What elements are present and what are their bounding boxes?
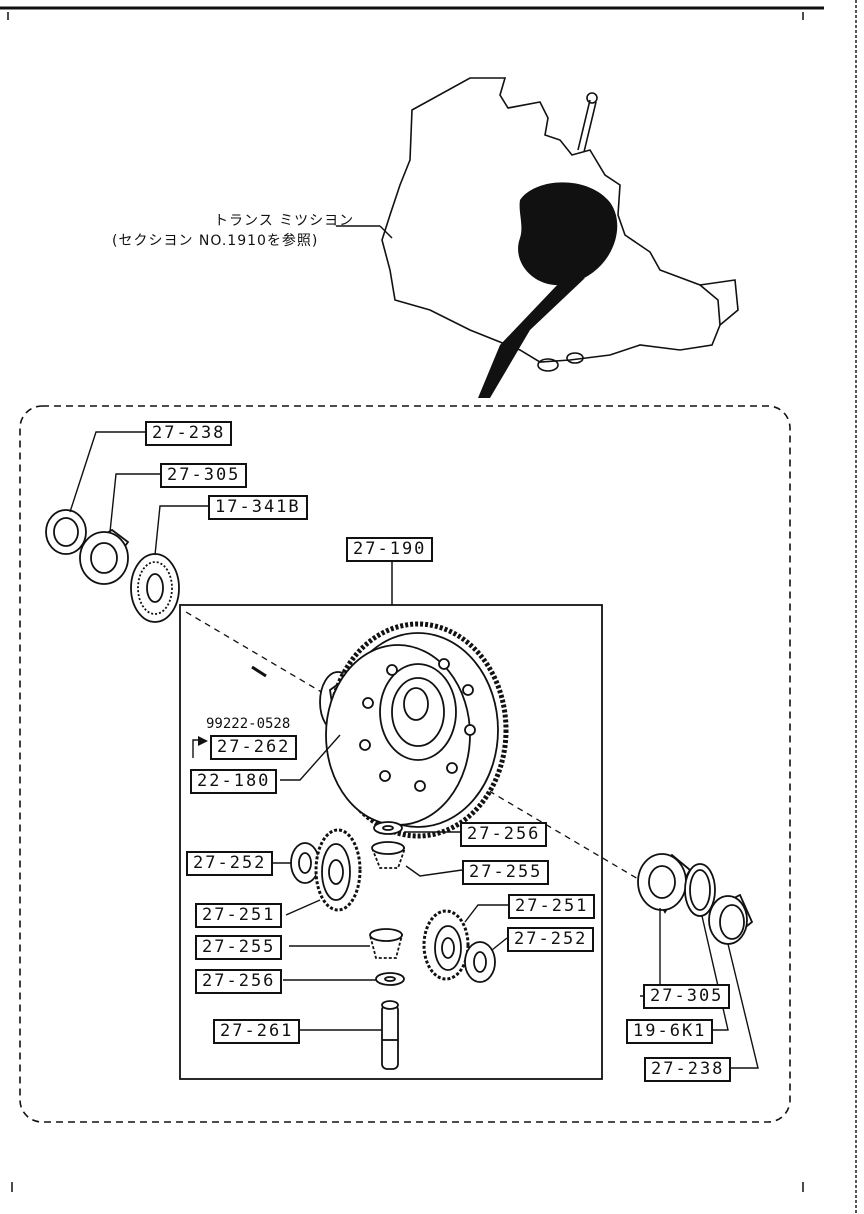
leader-17-341b xyxy=(154,505,208,556)
pinion-gear-top xyxy=(370,841,407,869)
callout-27-252-b[interactable]: 27-252 xyxy=(507,927,595,952)
side-gear-right xyxy=(422,909,470,981)
transmission-outline xyxy=(381,77,739,372)
callout-27-251-a[interactable]: 27-251 xyxy=(195,903,283,928)
side-gear-left xyxy=(314,828,362,912)
leader-22-180 xyxy=(280,734,341,781)
callout-27-255-a[interactable]: 27-255 xyxy=(462,860,550,885)
callout-27-251-b[interactable]: 27-251 xyxy=(508,894,596,919)
differential-box xyxy=(179,604,603,1080)
leader-27-305-bottom xyxy=(640,908,661,997)
callout-27-256-b[interactable]: 27-256 xyxy=(195,969,283,994)
note-transmission: トランス ミツシヨン xyxy=(214,213,355,229)
leader-27-255-a xyxy=(405,865,463,877)
callout-27-238-top[interactable]: 27-238 xyxy=(145,421,233,446)
callout-27-305-bottom[interactable]: 27-305 xyxy=(643,984,731,1009)
oil-seal-left xyxy=(45,509,87,555)
leader-27-252-b xyxy=(491,937,508,951)
transmission-highlight xyxy=(518,182,618,286)
speedometer-gear xyxy=(130,553,180,623)
callout-27-238-bottom[interactable]: 27-238 xyxy=(644,1057,732,1082)
leader-27-238-top xyxy=(69,431,145,513)
leader-99222 xyxy=(192,739,200,758)
callout-27-305-top[interactable]: 27-305 xyxy=(160,463,248,488)
leader-27-251-b xyxy=(464,904,510,923)
adjusting-shim xyxy=(684,863,716,917)
highlight-pointer xyxy=(478,278,585,398)
callout-27-255-b[interactable]: 27-255 xyxy=(195,935,283,960)
callout-27-261[interactable]: 27-261 xyxy=(213,1019,301,1044)
callout-19-6k1[interactable]: 19-6K1 xyxy=(626,1019,714,1044)
roll-pin xyxy=(251,665,267,678)
group-frame xyxy=(19,405,791,1123)
pinion-shaft xyxy=(381,1000,399,1070)
callout-27-256-a[interactable]: 27-256 xyxy=(460,822,548,847)
callout-17-341b[interactable]: 17-341B xyxy=(208,495,308,520)
bearing-left xyxy=(79,528,130,585)
bearing-right xyxy=(637,853,692,914)
leader-27-305-top xyxy=(109,473,160,533)
note-section-reference: (セクシヨン NO.1910を参照) xyxy=(112,233,319,249)
callout-27-190[interactable]: 27-190 xyxy=(346,537,434,562)
callout-27-262[interactable]: 27-262 xyxy=(210,735,298,760)
leader-27-238-bottom xyxy=(727,943,759,1069)
callout-27-252-a[interactable]: 27-252 xyxy=(186,851,274,876)
pinion-gear-bottom xyxy=(368,928,404,959)
leader-27-251-a xyxy=(285,899,321,916)
leader-19-6k1 xyxy=(701,915,729,1031)
callout-99222-0528[interactable]: 99222-0528 xyxy=(206,716,291,732)
oil-seal-right xyxy=(708,893,754,945)
ring-gear xyxy=(319,621,509,839)
callout-22-180[interactable]: 22-180 xyxy=(190,769,278,794)
